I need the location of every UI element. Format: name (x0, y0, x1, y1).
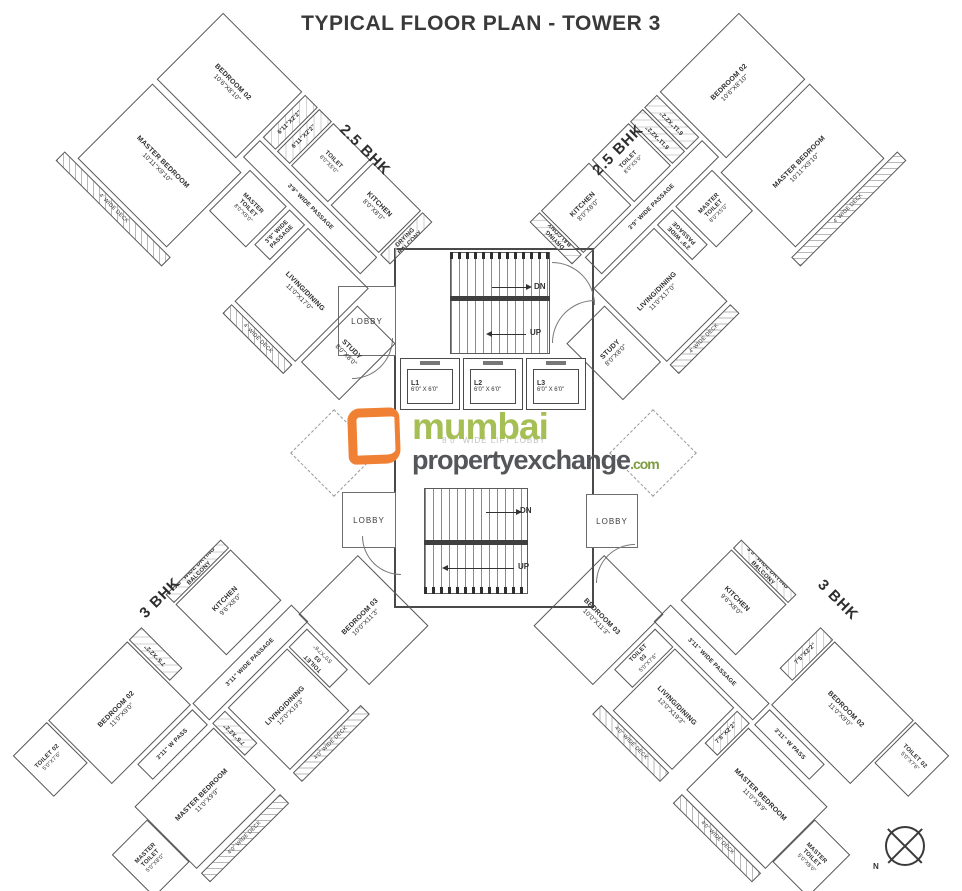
watermark-brand-secondary: propertyexchange (412, 445, 631, 475)
up-arrow-icon (442, 565, 514, 571)
compass-north-label: N (873, 862, 879, 871)
lift-1: L1 6'0" X 6'0" (400, 358, 460, 410)
dn-arrow-icon (492, 284, 532, 290)
page-title: TYPICAL FLOOR PLAN - TOWER 3 (301, 12, 661, 35)
lobby-lower-right: LOBBY (586, 494, 638, 548)
lift-2: L2 6'0" X 6'0" (463, 358, 523, 410)
lift-3: L3 6'0" X 6'0" (526, 358, 586, 410)
dn-label: DN (520, 506, 532, 515)
lift-door-icon (483, 361, 503, 365)
room-name: MASTER BEDROOM (732, 767, 788, 823)
compass-icon: N (873, 826, 925, 871)
lift-2-label: L2 (474, 380, 483, 387)
property-exchange-logo-icon (347, 407, 401, 465)
lift-door-icon (420, 361, 440, 365)
room-dims: 10'11"X9'10" (140, 151, 173, 185)
up-label: UP (518, 562, 530, 571)
lift-2-dims: 6'0" X 6'0" (474, 387, 502, 393)
room-name: MASTER BEDROOM (134, 134, 191, 190)
lift-1-label: L1 (411, 380, 420, 387)
lift-3-dims: 6'0" X 6'0" (537, 387, 565, 393)
lobby-upper-left: LOBBY (338, 286, 396, 356)
dn-label: DN (534, 282, 546, 291)
lobby-label: LOBBY (353, 515, 385, 525)
watermark-tld: .com (630, 456, 660, 472)
lobby-lower-left: LOBBY (342, 492, 396, 548)
stair-upper-landing (450, 296, 550, 301)
up-arrow-icon (486, 331, 526, 337)
lift-3-label: L3 (537, 380, 546, 387)
stair-upper-treads (450, 252, 550, 259)
up-label: UP (530, 328, 542, 337)
room-dims: 10'11"X9'10" (789, 152, 822, 185)
stair-upper (450, 252, 550, 354)
dn-arrow-icon (486, 509, 522, 515)
lobby-label: LOBBY (351, 316, 383, 326)
room-name: MASTER BEDROOM (771, 134, 828, 190)
room-dims: 11'0"X9'9" (740, 787, 768, 815)
lift-1-dims: 6'0" X 6'0" (411, 387, 439, 393)
watermark: mumbai propertyexchange.com (347, 406, 660, 475)
lift-door-icon (546, 361, 566, 365)
stair-lower-treads (424, 587, 528, 594)
lift-lobby-label: 8'0" WIDE LIFT LOBBY (442, 436, 546, 445)
stair-lower-landing (424, 540, 528, 545)
room-name: MASTER BEDROOM (174, 767, 230, 823)
watermark-brand-primary: mumbai (412, 406, 549, 447)
room-dims: 11'0"X9'9" (194, 787, 222, 815)
lobby-label: LOBBY (596, 516, 628, 526)
